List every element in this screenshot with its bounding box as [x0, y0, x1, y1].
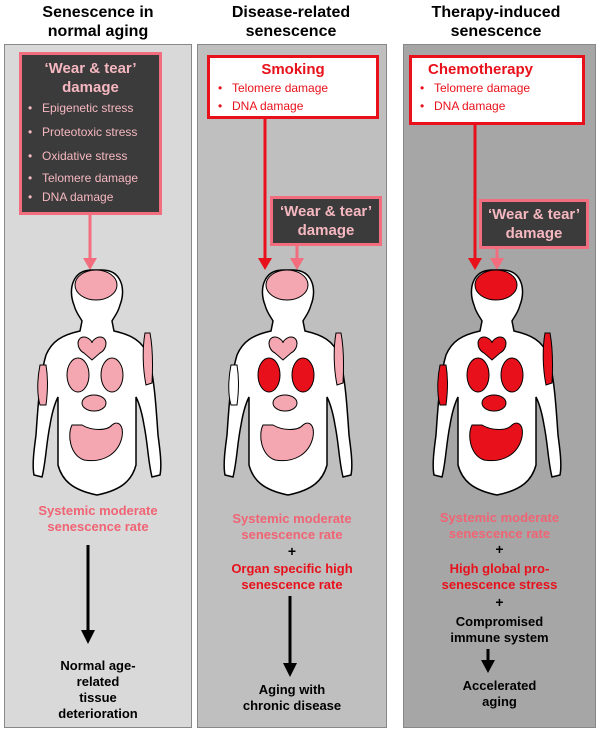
wear-tear-box-col2: ‘Wear & tear’ damage	[270, 196, 382, 246]
outcome-line: Normal age-	[60, 658, 136, 673]
organs	[437, 332, 554, 462]
organs	[228, 332, 345, 462]
col3-plus-2: +	[495, 594, 504, 610]
wear-tear-title-line2: damage	[62, 79, 119, 96]
damage-item: Proteotoxic stress	[24, 125, 157, 139]
col2-plus: +	[287, 543, 297, 559]
column-2-title-line1: Disease-related	[231, 4, 351, 21]
smoking-title: Smoking	[261, 61, 325, 78]
col1-outcome: Normal age- related tissue deterioration	[4, 658, 192, 722]
wear-tear-line1: ‘Wear & tear’	[280, 203, 372, 220]
body-figure-therapy	[432, 269, 562, 496]
chemotherapy-item: Telomere damage	[416, 81, 578, 95]
brain-icon	[265, 269, 309, 301]
extra-line1: Organ specific high	[231, 561, 353, 576]
smoking-item: Telomere damage	[214, 81, 372, 95]
outcome-line: aging	[482, 694, 517, 709]
extra-line2: senescence stress	[441, 577, 558, 592]
rate-line1: Systemic moderate	[439, 510, 560, 525]
col3-rate: Systemic moderate senescence rate	[403, 510, 596, 542]
wear-tear-line2: damage	[297, 222, 355, 239]
body-figure-normal	[32, 269, 162, 496]
col3-plus-1: +	[495, 541, 504, 557]
wear-tear-title-line1: ‘Wear & tear’	[44, 60, 137, 77]
col2-rate: Systemic moderate senescence rate	[197, 511, 387, 543]
rate-line2: senescence rate	[448, 526, 551, 541]
column-3-title: Therapy-induced senescence	[398, 3, 594, 41]
wear-tear-damage-box: ‘Wear & tear’ damage Epigenetic stress P…	[19, 52, 162, 215]
col1-rate: Systemic moderate senescence rate	[4, 503, 192, 535]
outcome-line: related	[76, 674, 120, 689]
brain-icon	[474, 269, 518, 301]
damage-item: Oxidative stress	[24, 149, 157, 163]
chemotherapy-item: DNA damage	[416, 99, 578, 113]
brain-icon	[74, 269, 118, 301]
smoking-item: DNA damage	[214, 99, 372, 113]
wear-tear-box-col3: ‘Wear & tear’ damage	[479, 199, 589, 249]
col2-outcome: Aging with chronic disease	[197, 682, 387, 714]
organs	[37, 332, 154, 462]
immune-line2: immune system	[450, 630, 549, 645]
chemotherapy-list: Telomere damage DNA damage	[416, 81, 578, 113]
column-3-title-line1: Therapy-induced	[431, 4, 561, 21]
col3-extra: High global pro- senescence stress	[403, 561, 596, 593]
rate-line2: senescence rate	[47, 519, 149, 534]
rate-line1: Systemic moderate	[38, 503, 158, 518]
rate-line2: senescence rate	[241, 527, 343, 542]
wear-tear-line2: damage	[505, 225, 563, 242]
column-2-title: Disease-related senescence	[196, 3, 386, 41]
outcome-line: Accelerated	[462, 678, 537, 693]
extra-line1: High global pro-	[449, 561, 550, 576]
outcome-line: tissue	[79, 690, 117, 705]
body-figure-disease	[223, 269, 353, 496]
wear-tear-line1: ‘Wear & tear’	[488, 206, 580, 223]
outcome-line: Aging with	[258, 682, 326, 697]
col3-outcome: Accelerated aging	[403, 678, 596, 710]
damage-item: Telomere damage	[24, 171, 157, 185]
smoking-box: Smoking Telomere damage DNA damage	[207, 55, 379, 119]
column-2-title-line2: senescence	[245, 23, 337, 40]
wear-tear-damage-title: ‘Wear & tear’ damage	[24, 59, 157, 97]
column-1-title-line1: Senescence in	[42, 4, 154, 21]
col3-immune: Compromised immune system	[403, 614, 596, 646]
column-3-title-line2: senescence	[450, 23, 542, 40]
chemotherapy-box: Chemotherapy Telomere damage DNA damage	[409, 55, 585, 125]
immune-line1: Compromised	[455, 614, 544, 629]
damage-item: Epigenetic stress	[24, 101, 157, 115]
damage-item: DNA damage	[24, 190, 157, 204]
outcome-line: deterioration	[58, 706, 138, 721]
extra-line2: senescence rate	[241, 577, 343, 592]
outcome-line: chronic disease	[242, 698, 342, 713]
smoking-list: Telomere damage DNA damage	[214, 81, 372, 113]
column-1-title: Senescence in normal aging	[0, 3, 196, 41]
chemotherapy-title: Chemotherapy	[428, 61, 534, 78]
lungs-icon	[257, 357, 281, 393]
col2-extra: Organ specific high senescence rate	[197, 561, 387, 593]
rate-line1: Systemic moderate	[232, 511, 352, 526]
damage-list: Epigenetic stress Proteotoxic stress Oxi…	[24, 101, 157, 204]
column-1-title-line2: normal aging	[47, 23, 149, 40]
